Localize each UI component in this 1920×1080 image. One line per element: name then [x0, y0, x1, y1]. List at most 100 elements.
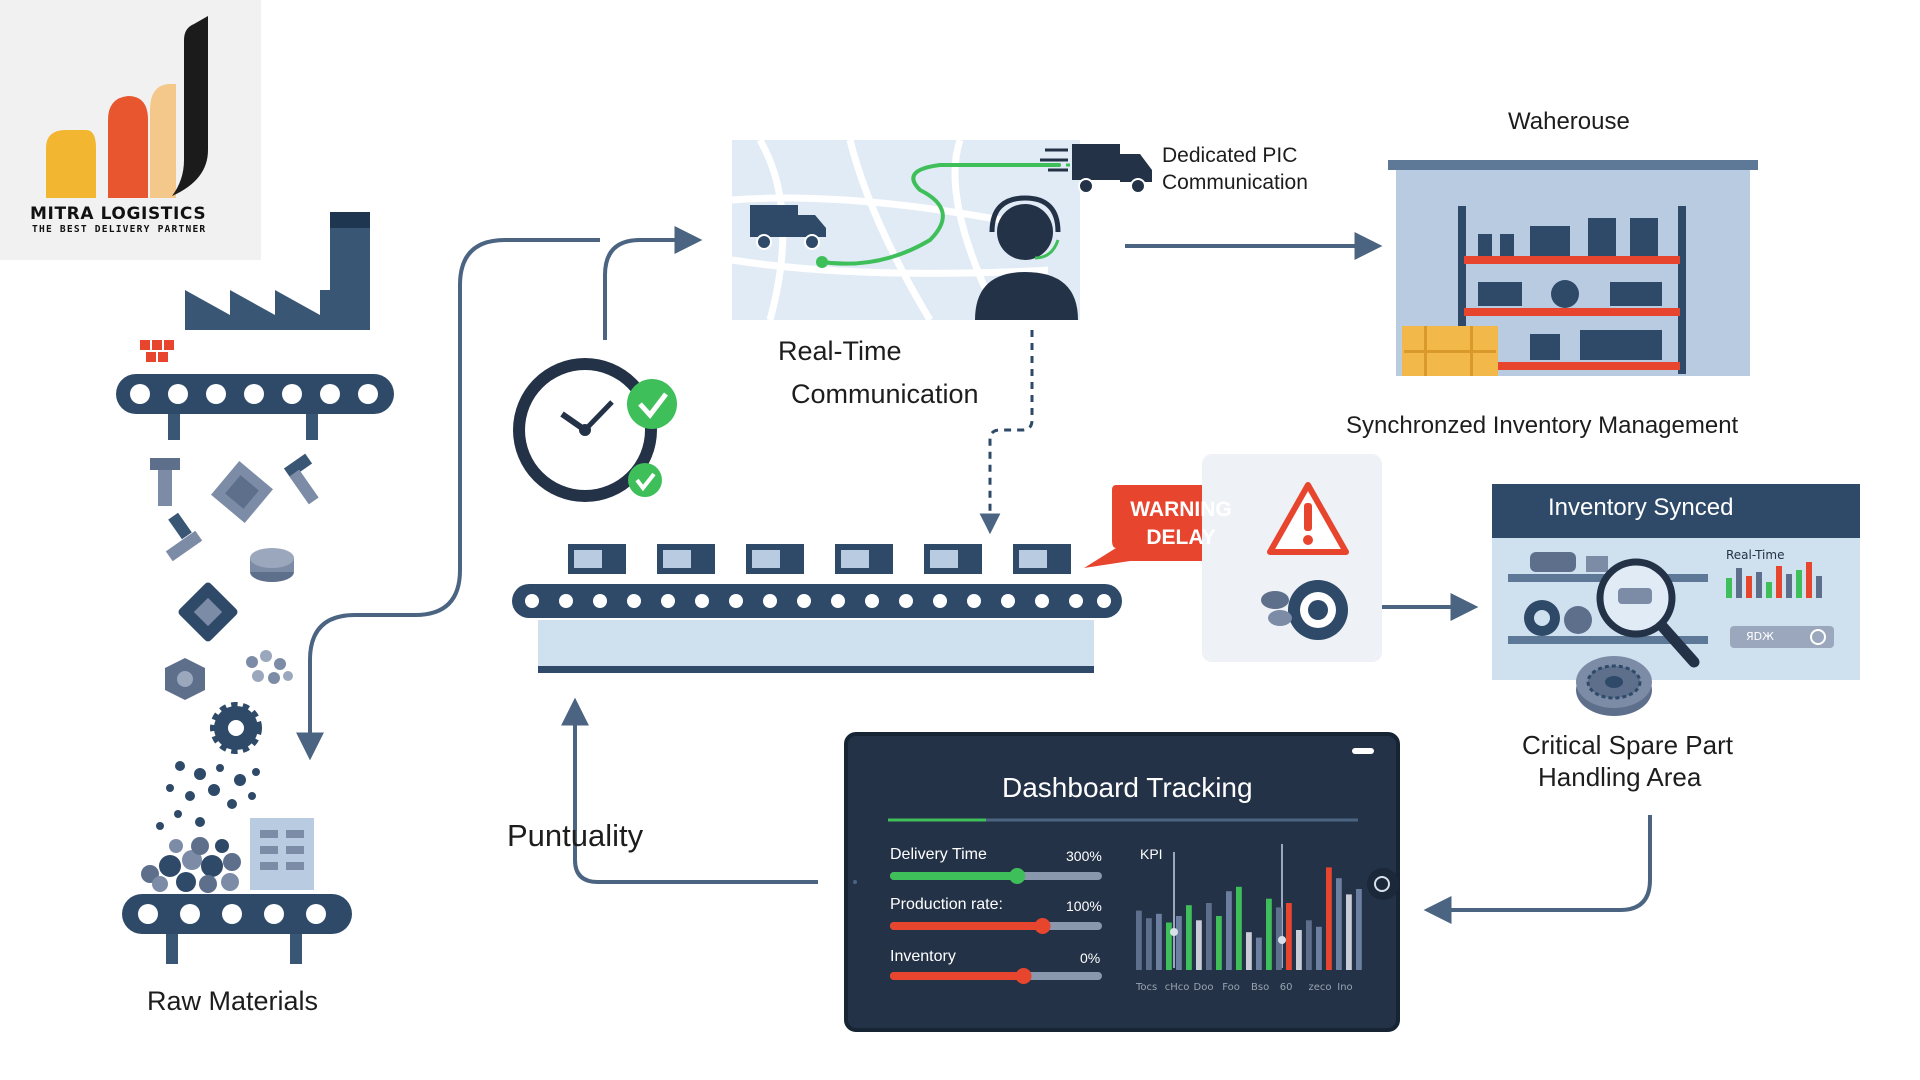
delay-panel: [1202, 454, 1382, 662]
inventory-mini-bar: [1776, 566, 1782, 598]
kpi-bar: [1156, 913, 1162, 970]
warning-triangle-icon: [1267, 482, 1349, 555]
kpi-label: KPI: [1140, 846, 1163, 862]
inventory-mini-bar: [1796, 570, 1802, 598]
dedicated-pic-label: Dedicated PIC: [1162, 144, 1298, 167]
pellets-icon: [246, 650, 293, 684]
dashed-link-to-conveyor: [979, 330, 1034, 535]
kpi-bar: [1166, 922, 1172, 970]
inventory-synced-panel: [1492, 484, 1860, 716]
arrow-to-real-time: [603, 226, 703, 340]
factory-conveyor: [116, 374, 394, 440]
kpi-tick-label: 60: [1279, 982, 1293, 993]
kpi-bar: [1306, 920, 1312, 970]
check-badge-small-icon: [628, 463, 662, 497]
disc-icon: [250, 548, 294, 582]
fast-truck-icon: [1040, 144, 1152, 194]
warehouse-label: Waherouse: [1508, 108, 1630, 135]
real-time-map-panel: [731, 138, 1080, 322]
logo-name: MITRA LOGISTICS: [30, 204, 207, 224]
metric-fill: [890, 872, 1018, 880]
kpi-bar: [1256, 937, 1262, 970]
puntuality-label: Puntuality: [507, 818, 644, 853]
screw-icon: [283, 453, 319, 505]
production-conveyor: [512, 544, 1122, 673]
kpi-bar: [1246, 932, 1252, 970]
logo-mark-icon: [46, 16, 208, 198]
company-logo: MITRA LOGISTICS THE BEST DELIVERY PARTNE…: [0, 0, 261, 260]
metric-delivery-time-label: Delivery Time: [890, 846, 987, 863]
dashboard-title: Dashboard Tracking: [1002, 772, 1253, 803]
magnifier-icon: [1596, 558, 1700, 668]
cardboard-boxes-icon: [1402, 326, 1498, 376]
chip-block-icon: [211, 461, 273, 523]
gear-icon: [210, 702, 262, 754]
metric-production-rate-value: 100%: [1066, 898, 1102, 914]
kpi-tick-label: Tocs: [1136, 982, 1158, 993]
operator-headset-icon: [975, 195, 1078, 320]
inventory-synced-title: Inventory Synced: [1548, 494, 1734, 521]
arrow-to-raw-materials: [296, 238, 600, 761]
kpi-bar: [1346, 894, 1352, 970]
storage-rack-icon: [250, 818, 314, 890]
kpi-bar: [1216, 916, 1222, 970]
inventory-mini-bar: [1756, 572, 1762, 598]
kpi-bar: [1356, 889, 1362, 970]
kpi-tick-label: Foo: [1222, 982, 1240, 993]
inventory-mini-chart: [1726, 562, 1822, 598]
logo-tagline: THE BEST DELIVERY PARTNER: [32, 224, 207, 235]
synchronized-inventory-label: Synchronzed Inventory Management: [1346, 412, 1739, 439]
critical-spare-part-label: Critical Spare Part: [1522, 730, 1733, 760]
granules-icon: [156, 761, 260, 830]
kpi-bar: [1316, 926, 1322, 970]
kpi-bar: [1326, 867, 1332, 970]
inventory-mini-bar: [1816, 576, 1822, 598]
raw-materials-conveyor: [122, 894, 352, 964]
arrow-to-dashboard: [1423, 815, 1652, 924]
dashboard-tablet: [844, 732, 1400, 1032]
kpi-bar: [1286, 903, 1292, 970]
kpi-tick-label: zeco: [1308, 982, 1332, 993]
kpi-bar: [1146, 918, 1152, 970]
metric-inventory-value: 0%: [1080, 950, 1101, 966]
metric-production-rate-label: Production rate:: [890, 896, 1003, 913]
check-badge-icon: [627, 379, 677, 429]
screw-icon-2: [165, 512, 203, 562]
handling-area-label: Handling Area: [1538, 762, 1702, 792]
real-time-label: Real-Time: [778, 336, 902, 366]
kpi-bar: [1236, 886, 1242, 970]
metric-inventory-label: Inventory: [890, 948, 956, 965]
delay-word: DELAY: [1146, 526, 1216, 549]
kpi-tick-label: Bso: [1251, 982, 1270, 993]
kpi-tick-label: Ino: [1337, 982, 1353, 993]
kpi-bar: [1296, 930, 1302, 970]
inventory-mini-bar: [1736, 568, 1742, 598]
warning-word: WARNING: [1130, 498, 1232, 521]
raw-materials-pile: [141, 837, 241, 893]
spare-part-wheel-icon: [1576, 656, 1652, 716]
metric-fill: [890, 972, 1024, 980]
metric-knob[interactable]: [1009, 868, 1026, 884]
real-time-mini-label: Real-Time: [1726, 548, 1785, 562]
bolt-icon: [150, 458, 180, 506]
kpi-bar: [1266, 898, 1272, 970]
kpi-bar: [1176, 916, 1182, 970]
kpi-tick-label: Doo: [1193, 982, 1214, 993]
parts-icons: [150, 453, 319, 830]
microchip-icon: [178, 582, 238, 642]
inventory-mini-bar: [1746, 576, 1752, 598]
kpi-bar: [1186, 905, 1192, 970]
kpi-bar: [1336, 878, 1342, 970]
sync-status-pill: [1730, 626, 1834, 648]
metric-knob[interactable]: [1015, 968, 1032, 984]
metric-knob[interactable]: [1034, 918, 1051, 934]
kpi-bar: [1196, 920, 1202, 970]
hex-nut-icon: [165, 658, 205, 700]
arrow-to-conveyor-from-dashboard: [561, 697, 818, 884]
warehouse-icon: [1388, 160, 1758, 376]
inventory-mini-bar: [1766, 582, 1772, 598]
truck-icon: [750, 205, 826, 250]
inventory-mini-bar: [1726, 578, 1732, 598]
metric-delivery-time-value: 300%: [1066, 848, 1102, 864]
